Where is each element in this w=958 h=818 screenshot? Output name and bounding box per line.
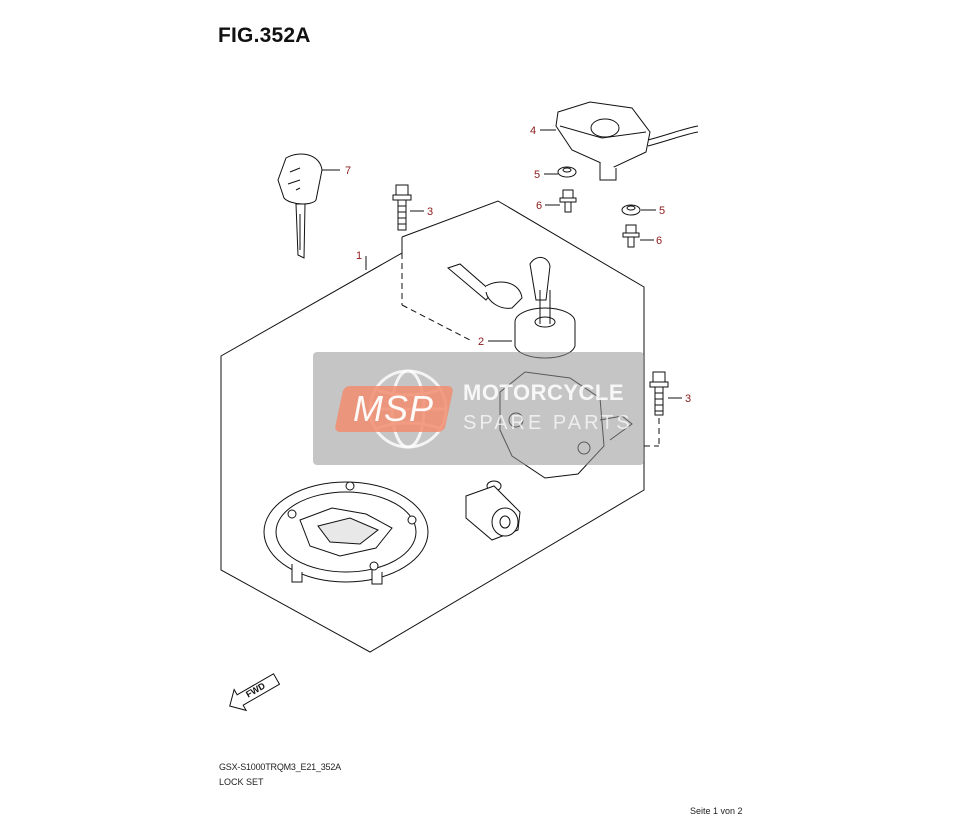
callout-screw-b: 6 (656, 235, 662, 247)
fwd-arrow (229, 673, 281, 712)
callout-washer-a: 5 (534, 169, 540, 181)
callout-washer-b: 5 (659, 205, 665, 217)
lock-set-boundary (220, 200, 645, 653)
seat-lock-cylinder (465, 480, 521, 541)
cover (555, 101, 699, 181)
callout-bolt-upper: 3 (427, 206, 433, 218)
callout-cover: 4 (530, 125, 536, 137)
figure-title: FIG.352A (218, 24, 311, 47)
watermark-badge: MSP (353, 388, 435, 429)
screw-a (559, 189, 577, 213)
watermark: MSP MOTORCYCLE SPARE PARTS (313, 352, 644, 465)
figure-description: LOCK SET (219, 777, 264, 787)
fuel-cap (263, 481, 429, 585)
model-code: GSX-S1000TRQM3_E21_352A (219, 762, 341, 772)
callout-ignition-switch: 2 (478, 336, 484, 348)
key (277, 153, 323, 259)
bolt-right (649, 371, 669, 416)
callout-lock-set: 1 (356, 250, 362, 262)
screw-b (622, 224, 640, 248)
watermark-line1: MOTORCYCLE (463, 380, 625, 405)
page-number: Seite 1 von 2 (690, 806, 743, 816)
callout-key: 7 (345, 165, 351, 177)
callout-screw-a: 6 (536, 200, 542, 212)
watermark-line2: SPARE PARTS (463, 412, 633, 434)
callout-bolt-right: 3 (685, 393, 691, 405)
bolt-upper (392, 184, 412, 231)
